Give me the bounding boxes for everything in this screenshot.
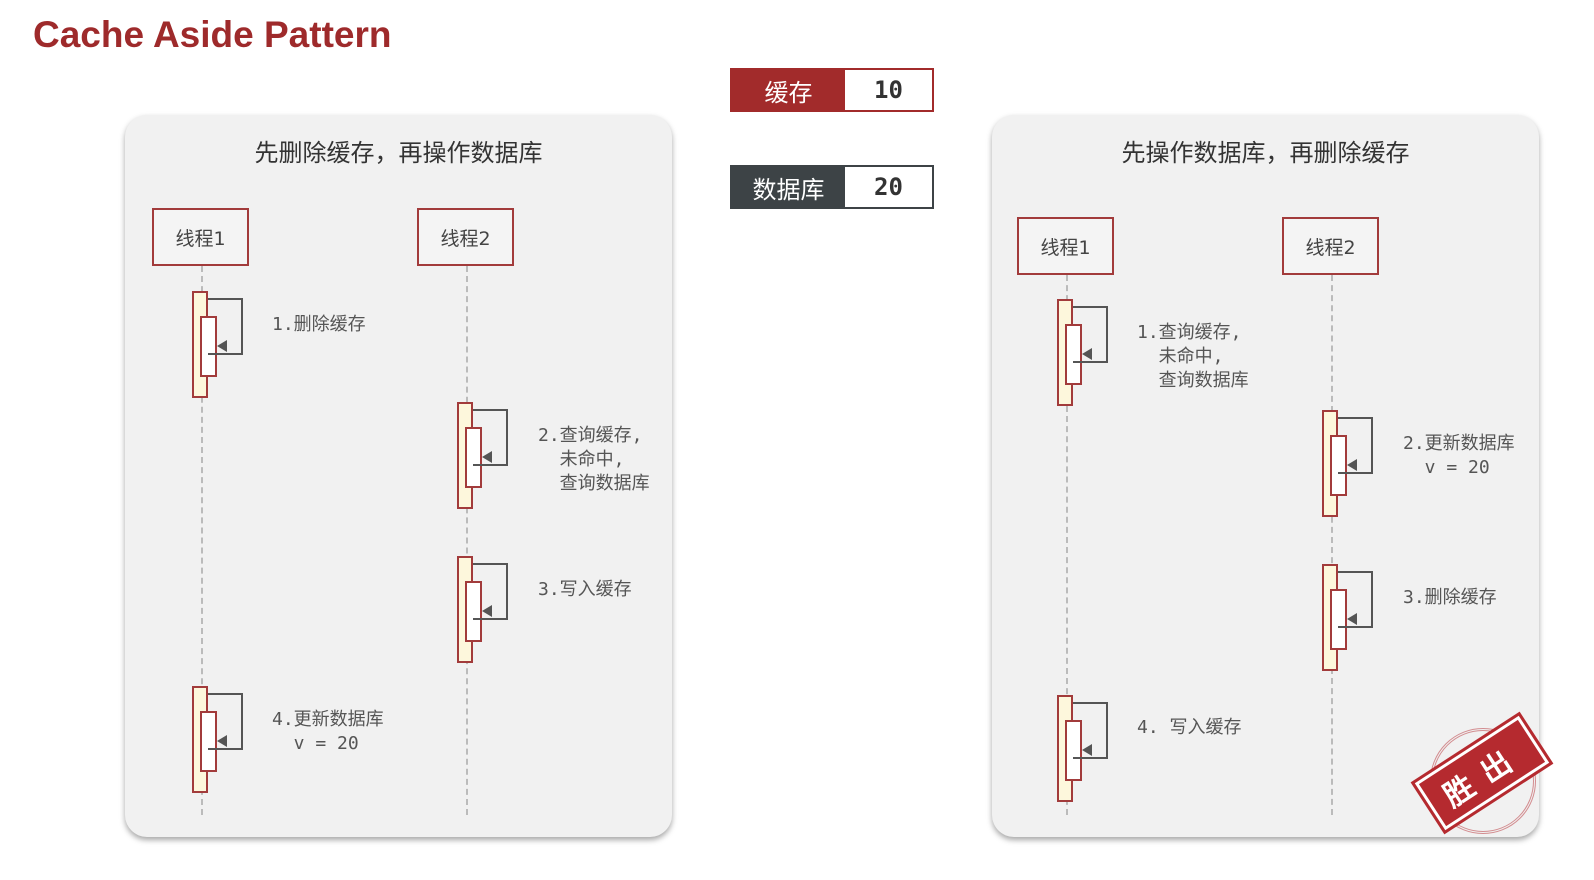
step-label: 1.查询缓存, 未命中, 查询数据库 <box>1137 322 1249 391</box>
arrowhead-icon <box>1082 348 1092 360</box>
thread1-box: 线程1 <box>152 208 249 266</box>
lifeline <box>1066 275 1068 815</box>
self-call-arrow <box>208 693 243 750</box>
arrowhead-icon <box>217 735 227 747</box>
lifeline <box>201 266 203 815</box>
left-panel: 先删除缓存，再操作数据库 线程1 线程2 1.删除缓存 2.查询缓存, 未命中, 查询… <box>125 115 672 837</box>
step-label: 3.删除缓存 <box>1403 587 1497 608</box>
self-call-arrow <box>473 409 508 466</box>
step-label: 4.更新数据库 v = 20 <box>272 709 384 754</box>
thread1-box: 线程1 <box>1017 217 1114 275</box>
step-label: 2.更新数据库 v = 20 <box>1403 433 1515 478</box>
self-call-arrow <box>1073 702 1108 759</box>
arrowhead-icon <box>1347 613 1357 625</box>
step-label: 2.查询缓存, 未命中, 查询数据库 <box>538 425 650 494</box>
step-label: 4. 写入缓存 <box>1137 717 1242 738</box>
cache-value-box: 缓存 10 <box>730 68 934 112</box>
panel-title: 先操作数据库，再删除缓存 <box>1121 139 1410 167</box>
activation-bar-nested <box>200 711 217 772</box>
lifeline <box>1331 275 1333 815</box>
activation-bar-nested <box>1330 435 1347 496</box>
self-call-arrow <box>1338 571 1373 628</box>
page-title: Cache Aside Pattern <box>33 14 392 55</box>
activation-bar-nested <box>1065 720 1082 781</box>
self-call-arrow <box>1338 417 1373 474</box>
db-label: 数据库 <box>732 167 845 207</box>
cache-value: 10 <box>845 70 932 110</box>
panel-title: 先删除缓存，再操作数据库 <box>254 139 543 167</box>
arrowhead-icon <box>1347 459 1357 471</box>
lifeline <box>466 266 468 815</box>
arrowhead-icon <box>482 605 492 617</box>
right-panel: 先操作数据库，再删除缓存 线程1 线程2 1.查询缓存, 未命中, 查询数据库 2.更… <box>992 115 1539 837</box>
self-call-arrow <box>1073 306 1108 363</box>
self-call-arrow <box>473 563 508 620</box>
activation-bar-nested <box>465 581 482 642</box>
activation-bar-nested <box>200 316 217 377</box>
db-value-box: 数据库 20 <box>730 165 934 209</box>
activation-bar-nested <box>465 427 482 488</box>
db-value: 20 <box>845 167 932 207</box>
thread2-box: 线程2 <box>417 208 514 266</box>
arrowhead-icon <box>482 451 492 463</box>
activation-bar-nested <box>1065 324 1082 385</box>
self-call-arrow <box>208 298 243 355</box>
step-label: 3.写入缓存 <box>538 579 632 600</box>
thread2-box: 线程2 <box>1282 217 1379 275</box>
cache-label: 缓存 <box>732 70 845 110</box>
activation-bar-nested <box>1330 589 1347 650</box>
step-label: 1.删除缓存 <box>272 314 366 335</box>
arrowhead-icon <box>217 340 227 352</box>
arrowhead-icon <box>1082 744 1092 756</box>
